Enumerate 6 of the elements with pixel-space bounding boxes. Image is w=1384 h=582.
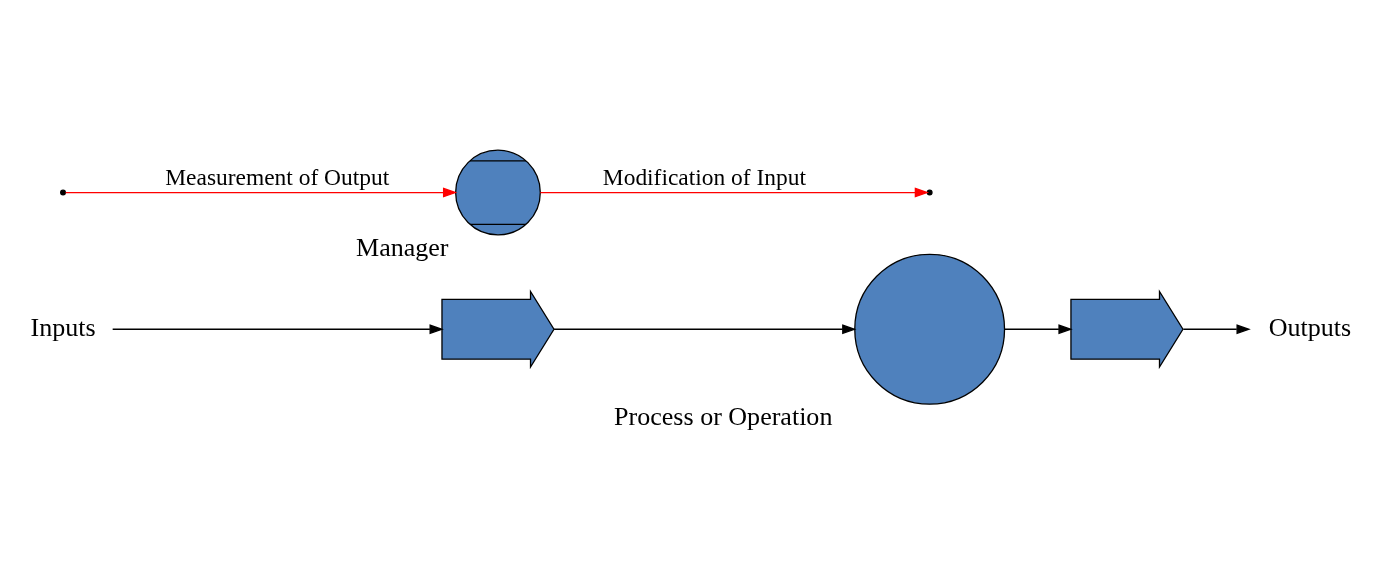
edge-label: Measurement of Output [165, 163, 390, 190]
node-label: Process or Operation [614, 401, 833, 431]
edge-label: Modification of Input [602, 163, 806, 190]
node-text: Inputs [30, 312, 96, 342]
node-text: Outputs [1268, 312, 1352, 342]
node-label: Manager [356, 232, 449, 262]
